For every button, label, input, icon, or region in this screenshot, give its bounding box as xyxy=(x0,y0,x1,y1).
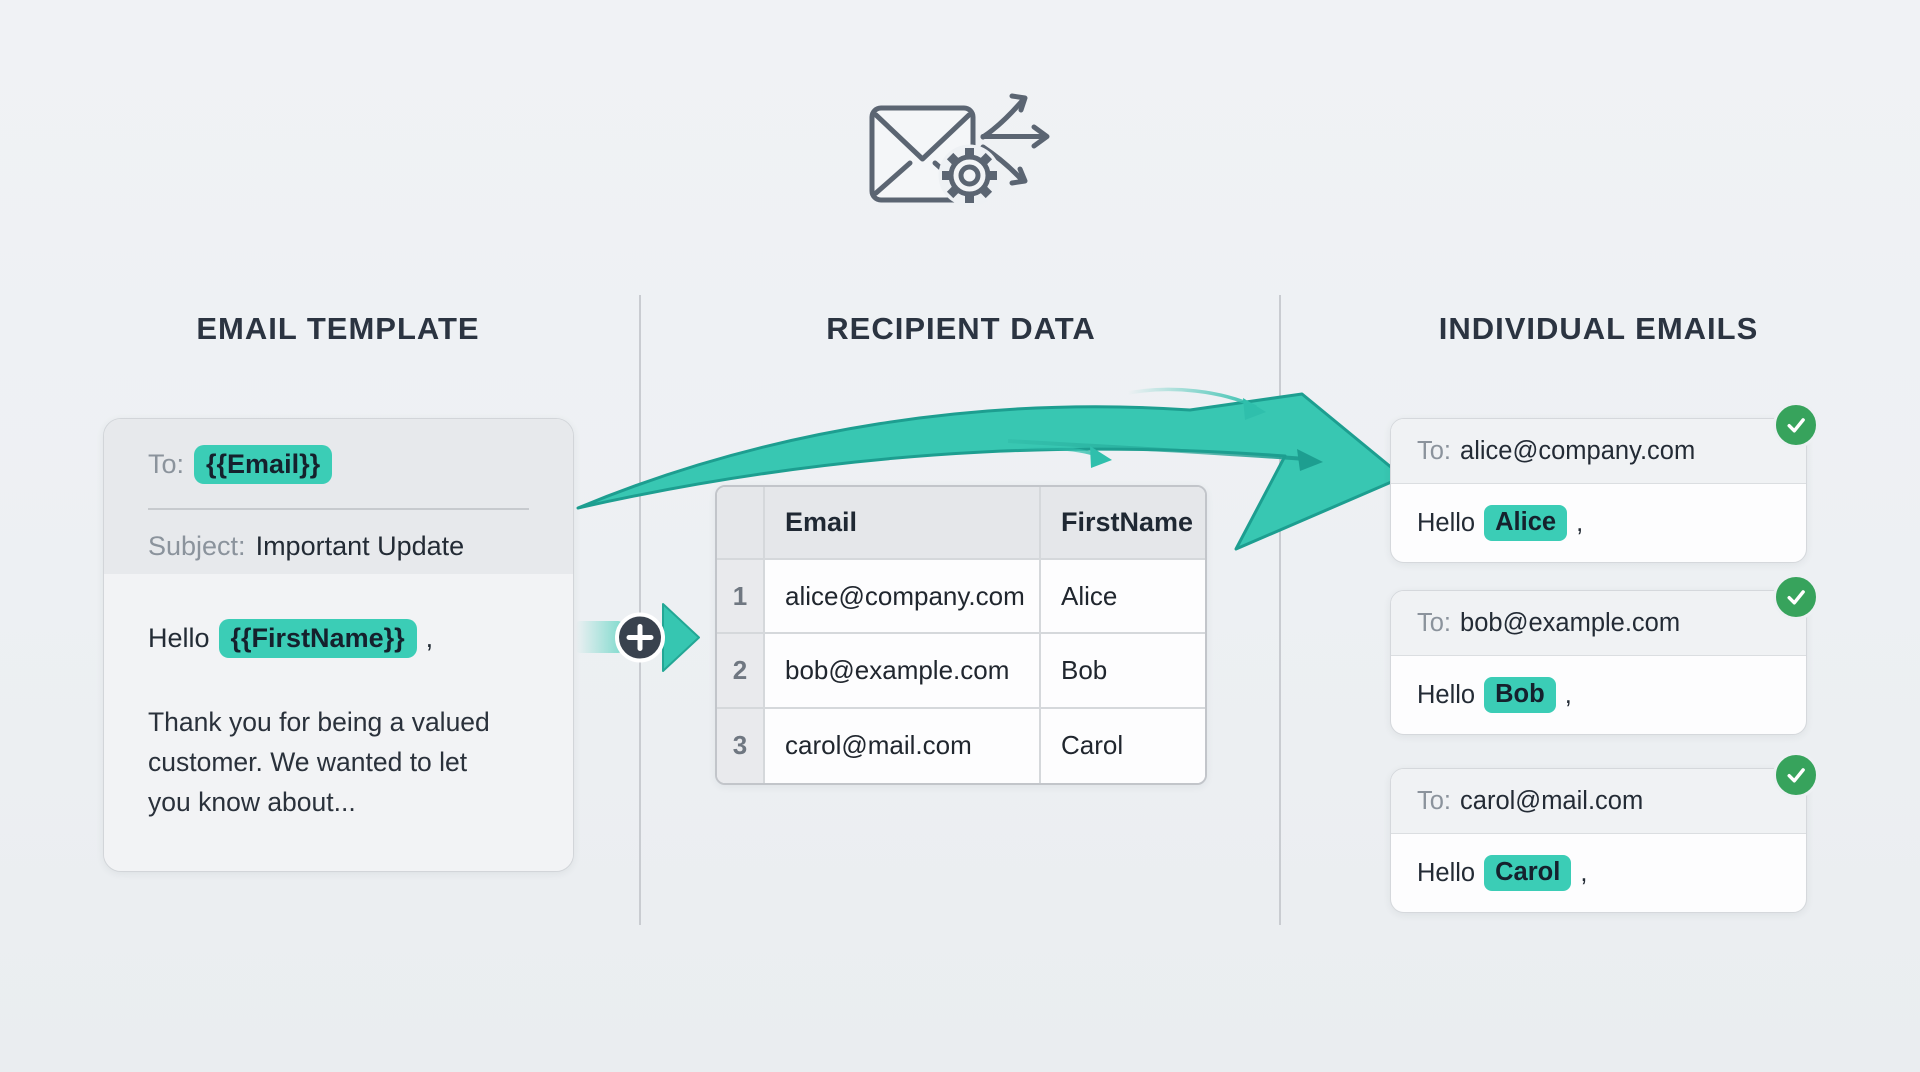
check-icon xyxy=(1787,590,1805,605)
email-template-card: To: {{Email}} Subject: Important Update … xyxy=(103,418,574,872)
greeting-suffix: , xyxy=(425,623,434,654)
email-card-header: To: carol@mail.com xyxy=(1391,769,1806,834)
recipient-name-pill: Bob xyxy=(1484,677,1556,713)
greeting-prefix: Hello xyxy=(148,623,210,654)
table-corner-cell xyxy=(717,487,765,560)
email-card-header: To: bob@example.com xyxy=(1391,591,1806,656)
check-badge xyxy=(1773,752,1819,798)
column-divider xyxy=(1279,295,1281,925)
email-card-body: Hello Alice , xyxy=(1391,484,1806,562)
check-icon xyxy=(1787,768,1805,783)
section-heading-individual-emails: INDIVIDUAL EMAILS xyxy=(1438,311,1759,346)
to-label: To: xyxy=(1417,608,1452,637)
gear-icon xyxy=(938,144,1001,207)
small-arrow-middle-icon xyxy=(997,446,1101,458)
section-heading-email-template: EMAIL TEMPLATE xyxy=(196,311,480,346)
email-card-body: Hello Bob , xyxy=(1391,656,1806,734)
row-number-cell: 2 xyxy=(717,634,765,709)
column-header-email: Email xyxy=(765,487,1041,560)
greeting-suffix: , xyxy=(1564,680,1572,709)
recipient-address: alice@company.com xyxy=(1460,436,1696,465)
template-body: Hello {{FirstName}} , Thank you for bein… xyxy=(104,574,573,871)
check-badge xyxy=(1773,574,1819,620)
email-card-header: To: alice@company.com xyxy=(1391,419,1806,484)
template-greeting: Hello {{FirstName}} , xyxy=(148,619,434,659)
recipient-address: carol@mail.com xyxy=(1460,786,1644,815)
template-paragraph: Thank you for being a valued customer. W… xyxy=(148,702,490,822)
greeting-prefix: Hello xyxy=(1417,858,1476,887)
recipient-name-pill: Carol xyxy=(1484,855,1572,891)
to-label: To: xyxy=(1417,436,1452,465)
small-arrow-upper-icon xyxy=(1127,387,1257,409)
check-badge xyxy=(1773,402,1819,448)
firstname-cell: Carol xyxy=(1041,708,1205,783)
row-number-cell: 3 xyxy=(717,708,765,783)
firstname-cell: Alice xyxy=(1041,560,1205,635)
email-cell: carol@mail.com xyxy=(765,708,1041,783)
email-card: To: alice@company.com Hello Alice , xyxy=(1390,402,1819,563)
to-label: To: xyxy=(148,449,185,480)
template-header: To: {{Email}} Subject: Important Update xyxy=(104,419,573,574)
body-line: Thank you for being a valued xyxy=(148,707,490,737)
email-card-body: Hello Carol , xyxy=(1391,834,1806,912)
inner-arrow-icon xyxy=(1007,439,1306,461)
envelope-icon xyxy=(869,105,976,203)
firstname-cell: Bob xyxy=(1041,634,1205,709)
check-icon xyxy=(1787,418,1805,433)
greeting-prefix: Hello xyxy=(1417,508,1476,537)
email-cell: bob@example.com xyxy=(765,634,1041,709)
recipient-table: Email FirstName 1 alice@company.com Alic… xyxy=(715,485,1207,785)
template-to-row: To: {{Email}} xyxy=(148,445,333,485)
greeting-suffix: , xyxy=(1576,508,1584,537)
individual-emails-list: To: alice@company.com Hello Alice , To: xyxy=(1390,402,1819,918)
body-line: customer. We wanted to let xyxy=(148,747,468,777)
send-arrow-down-icon xyxy=(980,144,1025,183)
recipient-name-pill: Alice xyxy=(1484,505,1568,541)
divider-line xyxy=(148,508,529,510)
column-divider xyxy=(639,295,641,925)
email-card: To: bob@example.com Hello Bob , xyxy=(1390,574,1819,735)
greeting-suffix: , xyxy=(1580,858,1588,887)
plus-merge-icon xyxy=(576,603,700,672)
column-header-firstname: FirstName xyxy=(1041,487,1205,560)
recipient-address: bob@example.com xyxy=(1460,608,1681,637)
to-label: To: xyxy=(1417,786,1452,815)
firstname-variable-pill: {{FirstName}} xyxy=(218,619,417,659)
email-card: To: carol@mail.com Hello Carol , xyxy=(1390,752,1819,913)
email-variable-pill: {{Email}} xyxy=(194,445,333,485)
body-line: you know about... xyxy=(148,787,356,817)
send-arrow-up-icon xyxy=(980,98,1025,140)
envelope-gear-send-icon xyxy=(869,93,1050,207)
subject-value: Important Update xyxy=(255,531,465,561)
row-number-cell: 1 xyxy=(717,560,765,635)
email-cell: alice@company.com xyxy=(765,560,1041,635)
template-subject-row: Subject: Important Update xyxy=(148,531,464,562)
section-heading-recipient-data: RECIPIENT DATA xyxy=(826,311,1096,346)
subject-label: Subject: xyxy=(148,531,246,561)
greeting-prefix: Hello xyxy=(1417,680,1476,709)
